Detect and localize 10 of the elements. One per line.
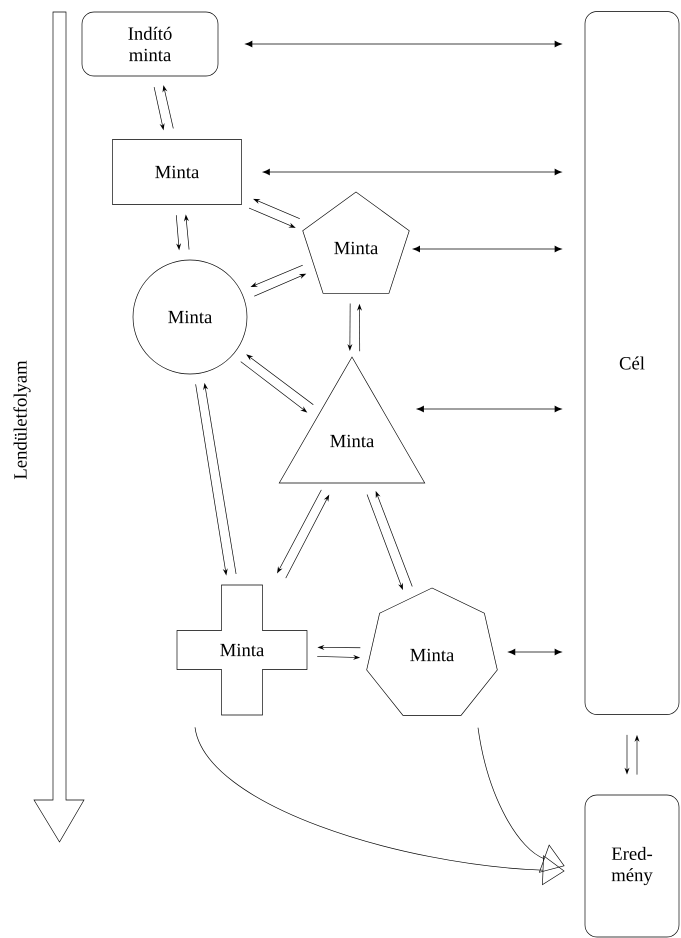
arrow xyxy=(412,246,562,252)
arrow xyxy=(508,648,562,656)
process-box: Minta xyxy=(112,139,242,205)
arrow xyxy=(416,406,562,412)
arrow xyxy=(245,40,562,48)
vertical-label: Lendületfolyam xyxy=(13,360,31,480)
rounded-box: Indító minta xyxy=(82,12,218,76)
arrow xyxy=(262,168,562,176)
result-box: Ered- mény xyxy=(584,794,680,938)
target-box: Cél xyxy=(584,11,680,715)
